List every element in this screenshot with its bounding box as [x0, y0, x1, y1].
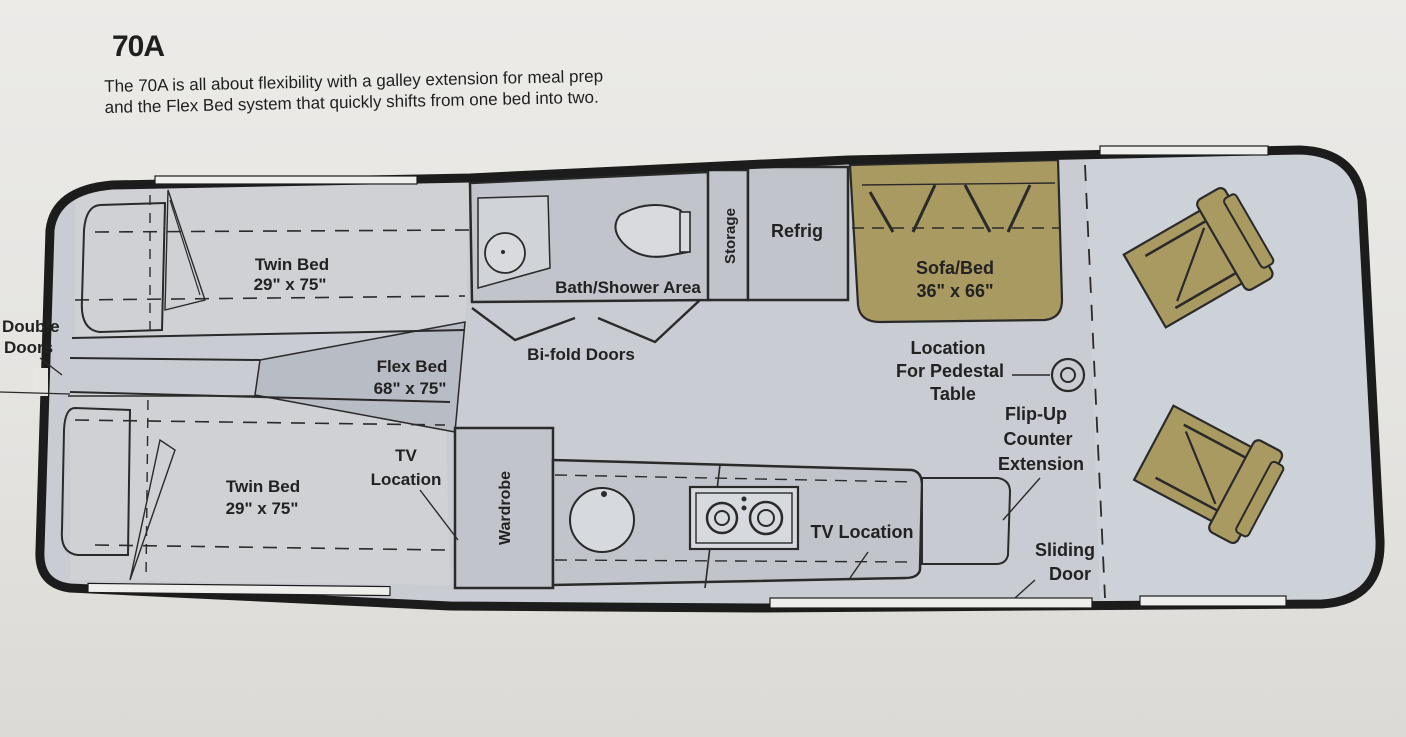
bifold-label: Bi-fold Doors [527, 345, 635, 364]
cooktop [688, 485, 800, 551]
twin-bed-top-size: 29" x 75" [254, 275, 327, 294]
twin-bed-top-ladder [164, 189, 206, 311]
driver-seat [1122, 187, 1275, 329]
pedestal-label-2: For Pedestal [896, 361, 1004, 381]
windows [87, 145, 1287, 609]
bifold-door-right [597, 299, 701, 344]
tv-galley-leader [849, 551, 869, 579]
twin-bed-top-edge [71, 329, 466, 339]
twin-bed-top-dash [94, 229, 471, 233]
double-doors [33, 368, 48, 396]
model-title: 70A [112, 30, 165, 63]
sink-bath [484, 232, 526, 274]
tv-location-leader [419, 489, 459, 541]
twin-bed-bottom-size: 29" x 75" [226, 499, 299, 518]
bath-label: Bath/Shower Area [555, 278, 701, 297]
passenger-seat [1132, 404, 1285, 545]
storage-cabinet [706, 168, 750, 302]
sofa-bed-label: Sofa/Bed [916, 258, 994, 278]
wardrobe [453, 426, 555, 590]
bifold-door-left [471, 307, 576, 342]
twin-bed-top-label: Twin Bed [255, 255, 329, 274]
wardrobe-label: Wardrobe [497, 471, 514, 545]
flex-bed-size: 68" x 75" [374, 379, 447, 398]
twin-bed-bottom-edge [69, 391, 451, 403]
sliding-door-label-2: Door [1049, 564, 1091, 584]
storage-label: Storage [722, 208, 739, 264]
refrigerator [746, 165, 850, 302]
van-outer-wall [35, 145, 1385, 613]
tv-location-label-1: TV [395, 446, 417, 465]
tv-location-galley-label: TV Location [811, 522, 914, 542]
sofa-bed-size: 36" x 66" [916, 281, 993, 301]
flipup-label-2: Counter [1004, 429, 1073, 449]
pedestal-label-3: Table [930, 384, 976, 404]
flex-bed-label: Flex Bed [377, 357, 448, 376]
sliding-door-leader [1014, 579, 1036, 599]
tv-location-label-2: Location [371, 470, 442, 489]
flipup-label-1: Flip-Up [1005, 404, 1067, 424]
sofa-bed-frame [868, 184, 1032, 233]
flipup-label-3: Extension [998, 454, 1084, 474]
twin-bed-bottom-area [70, 392, 450, 585]
twin-bed-bottom-pillow [60, 406, 132, 556]
double-doors-label-1: Double [2, 317, 60, 336]
flip-up-counter [921, 477, 1012, 565]
twin-bed-bottom-label: Twin Bed [226, 477, 300, 496]
twin-bed-bottom-ladder [129, 438, 176, 581]
double-doors-label-2: Doors [4, 338, 53, 357]
flipup-leader [1002, 477, 1041, 521]
galley-sink [569, 487, 635, 553]
pedestal-label-1: Location [911, 338, 986, 358]
sofa-bed [848, 158, 1064, 324]
refrig-label: Refrig [771, 221, 823, 241]
toilet [614, 204, 689, 258]
pedestal-table-location [1050, 357, 1086, 393]
sliding-door-label-1: Sliding [1035, 540, 1095, 560]
